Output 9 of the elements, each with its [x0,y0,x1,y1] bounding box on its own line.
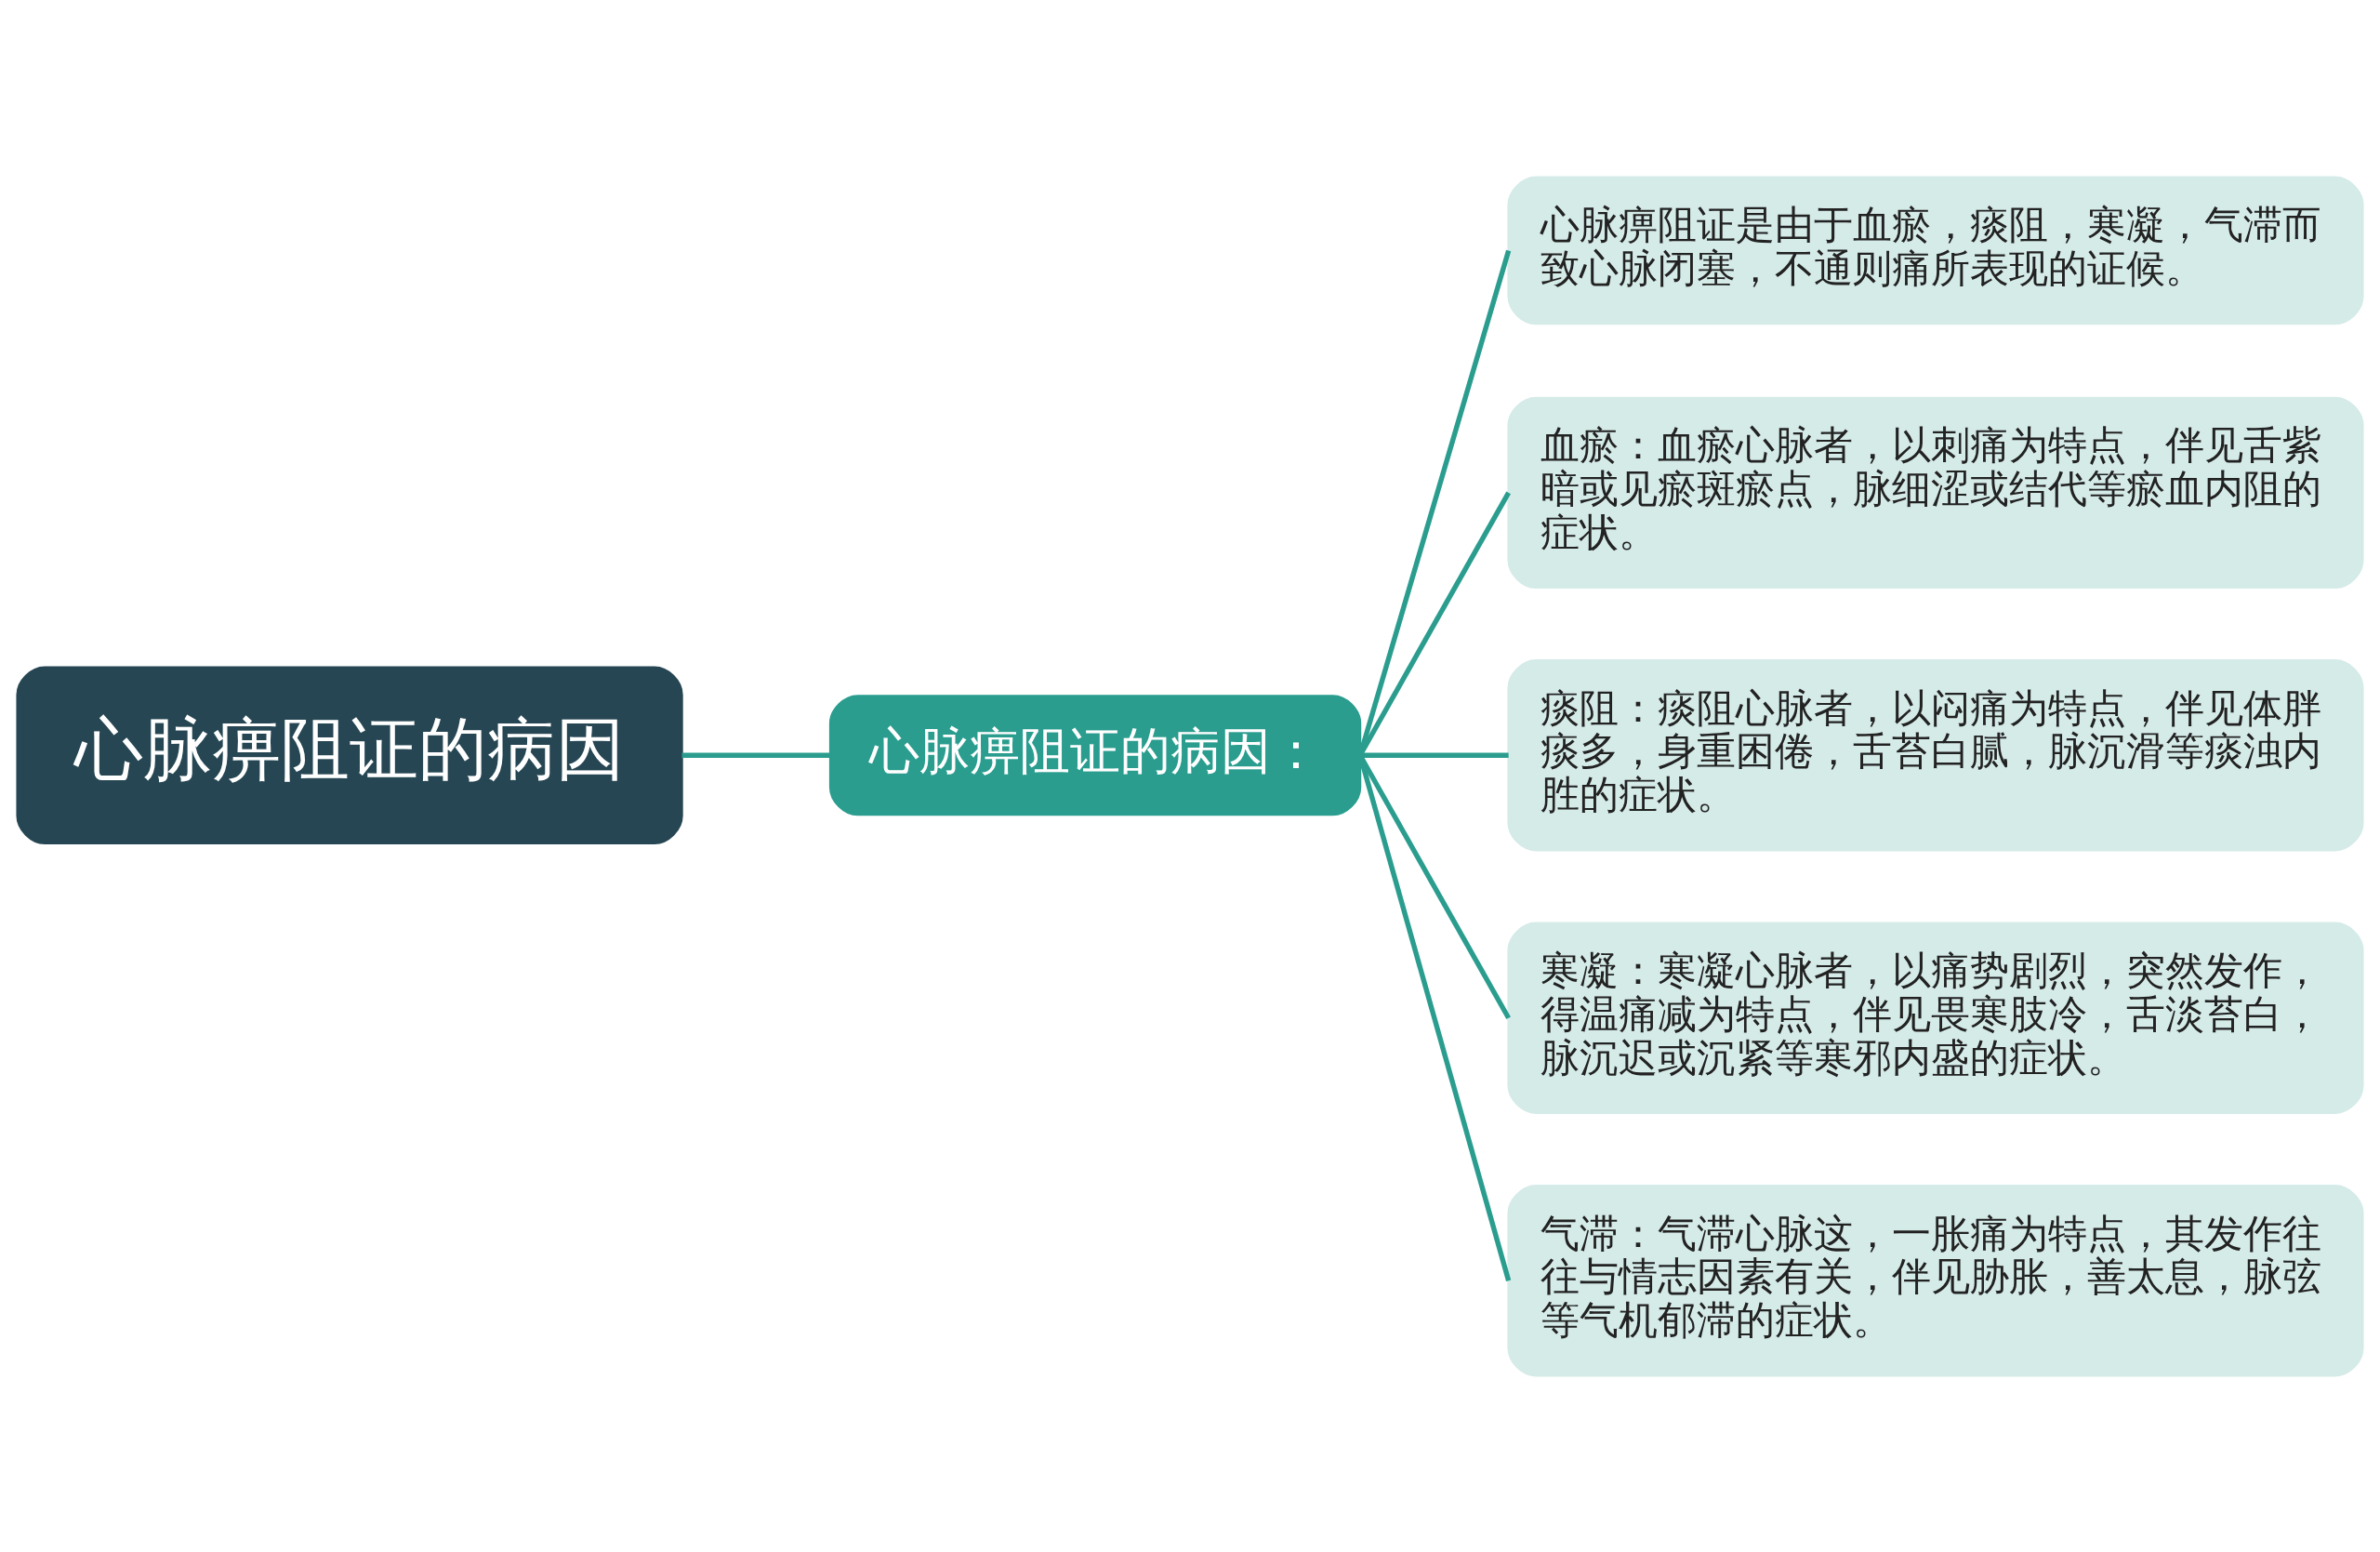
node-box: 心脉痹阻证的病因 [16,666,683,844]
connector [681,752,831,758]
node-box: 气滞：气滞心脉这，一胀痛为特点，其发作往往与情志因素有关，伴见胁胀，善太息，脉弦等气机郁滞的症状。 [1507,1184,2364,1376]
node-box: 心脉痹阻证是由于血瘀，痰阻，寒凝，气滞而致心脉闭塞，不通则痛所表现的证候。 [1507,176,2364,325]
node-box: 寒凝：寒凝心脉者，以痛势剧烈，突然发作，得温痛减为特点，伴见畏寒肢冷，舌淡苔白，脉沉迟或沉紧等寒邪内盛的症状。 [1507,922,2364,1114]
node-box: 痰阻：痰阻心脉者，以闷痛为特点，伴见体胖痰多，身重困倦，舌苔白腻，脉沉滑等痰浊内胜的症状。 [1507,658,2364,851]
connector [1360,752,1509,758]
node-box: 血瘀：血瘀心脉者，以刺痛为特点，伴见舌紫暗或见瘀斑瘀点，脉细涩或结代等瘀血内阻的症状。 [1507,396,2364,589]
node-box: 心脉痹阻证的病因： [828,694,1362,816]
